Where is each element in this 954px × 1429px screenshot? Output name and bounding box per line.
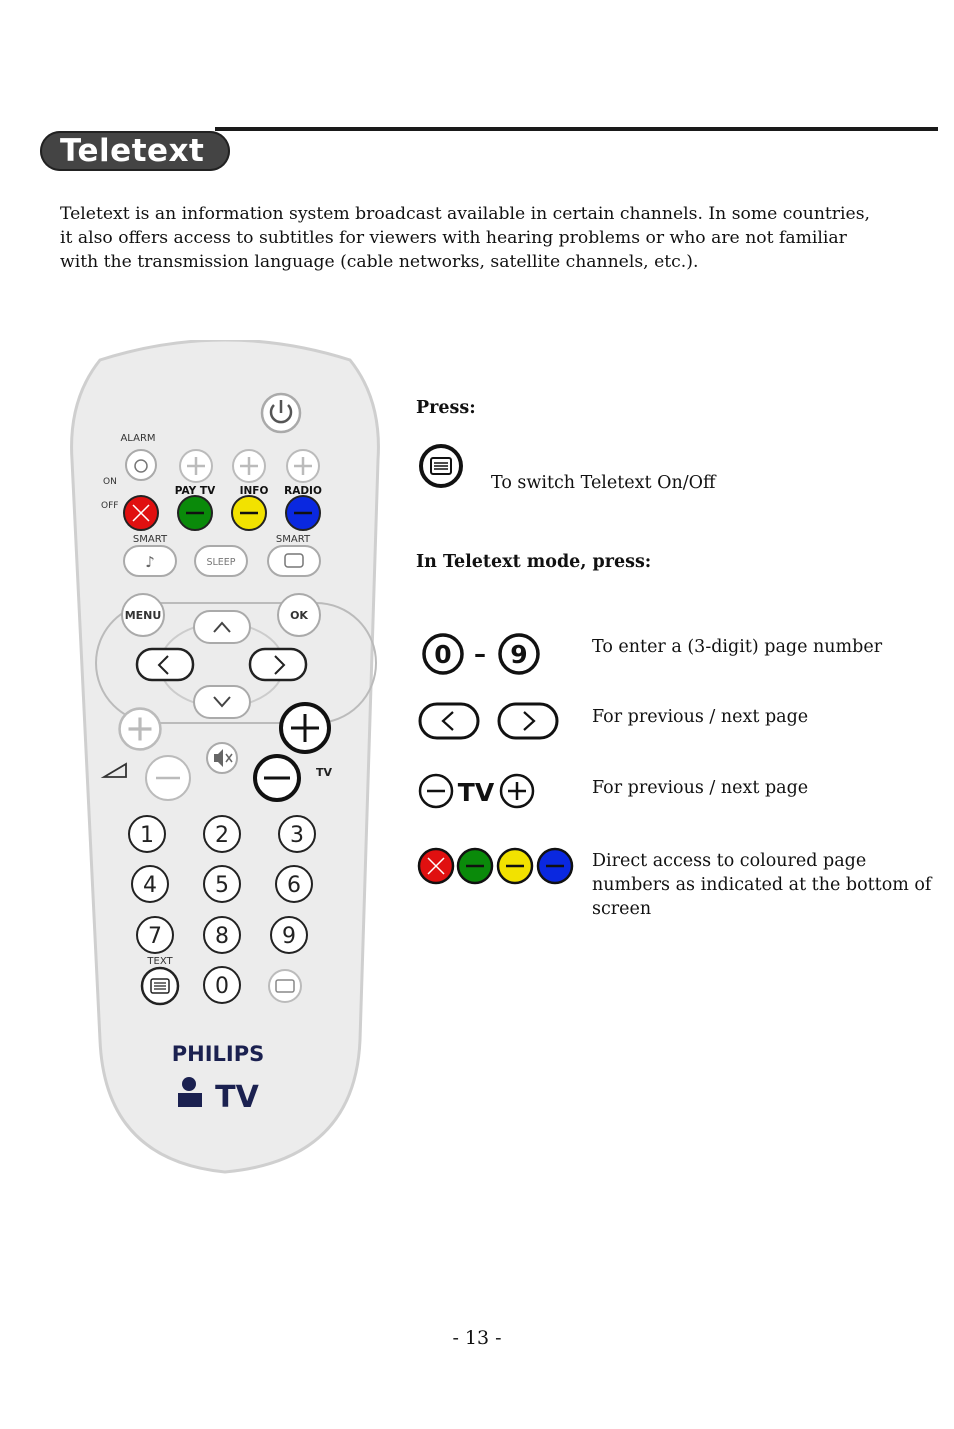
press-heading: Press: bbox=[416, 398, 476, 418]
remote-control-illustration: ALARM ON OFF PAY TV INFO RADIO SMART SMA… bbox=[70, 340, 380, 1174]
cursor-keys-icon bbox=[418, 702, 559, 740]
cursor-right-icon bbox=[248, 647, 308, 682]
teletext-mode-heading: In Teletext mode, press: bbox=[416, 552, 652, 572]
alarm-label: ALARM bbox=[120, 433, 155, 444]
svg-text:6: 6 bbox=[287, 873, 301, 898]
digit-2-key: 2 bbox=[203, 815, 241, 853]
menu-button-icon: MENU bbox=[121, 593, 165, 637]
digit-9-icon: 9 bbox=[510, 640, 527, 669]
sleep-label: SLEEP bbox=[206, 557, 235, 568]
pip-key-icon bbox=[268, 969, 302, 1003]
yellow-key-icon bbox=[496, 847, 534, 885]
tv-glyph: TV bbox=[458, 778, 495, 807]
svg-text:4: 4 bbox=[143, 873, 157, 898]
channel-minus-icon bbox=[253, 754, 301, 802]
svg-text:2: 2 bbox=[215, 823, 229, 848]
brand-name: PHILIPS bbox=[172, 1042, 265, 1066]
volume-minus-icon bbox=[145, 755, 191, 801]
tv-label: TV bbox=[316, 766, 333, 779]
digit-3-key: 3 bbox=[278, 815, 316, 853]
red-key-icon bbox=[123, 495, 159, 531]
instruction-row-text: For previous / next page bbox=[592, 778, 809, 798]
blue-key-icon bbox=[536, 847, 574, 885]
digit-0-icon: 0 bbox=[434, 640, 451, 669]
digit-9-key: 9 bbox=[270, 916, 308, 954]
info-label: INFO bbox=[240, 485, 269, 497]
svg-text:9: 9 bbox=[282, 924, 296, 949]
smart-picture-label: SMART bbox=[276, 534, 311, 545]
plus-button-icon bbox=[178, 448, 214, 484]
instruction-row-text: To enter a (3-digit) page number bbox=[592, 637, 883, 657]
plus-button-icon bbox=[285, 448, 321, 484]
green-key-icon bbox=[456, 847, 494, 885]
channel-plus-icon bbox=[279, 702, 331, 754]
blue-key-icon bbox=[285, 495, 321, 531]
digit-4-key: 4 bbox=[131, 865, 169, 903]
digit-5-key: 5 bbox=[203, 865, 241, 903]
volume-wedge-icon bbox=[100, 762, 127, 778]
svg-text:0: 0 bbox=[215, 974, 229, 999]
digit-1-key: 1 bbox=[128, 815, 166, 853]
cursor-up-icon bbox=[193, 610, 251, 644]
power-icon bbox=[260, 392, 302, 434]
teletext-button-icon bbox=[419, 444, 463, 488]
yellow-key-icon bbox=[231, 495, 267, 531]
digit-8-key: 8 bbox=[203, 916, 241, 954]
red-key-icon bbox=[417, 847, 455, 885]
off-label: OFF bbox=[101, 501, 118, 511]
digit-keys-icon: 0 – 9 bbox=[422, 633, 540, 675]
mute-icon bbox=[206, 742, 238, 774]
page-number: - 13 - bbox=[452, 1327, 502, 1349]
colour-keys-icon bbox=[417, 847, 574, 885]
green-key-icon bbox=[177, 495, 213, 531]
svg-text:5: 5 bbox=[215, 873, 229, 898]
ok-label: OK bbox=[290, 609, 308, 622]
dash-glyph: – bbox=[474, 640, 486, 668]
pay-tv-label: PAY TV bbox=[175, 485, 216, 497]
radio-label: RADIO bbox=[284, 485, 322, 497]
ok-button-icon: OK bbox=[277, 593, 321, 637]
smart-sound-label: SMART bbox=[133, 534, 168, 545]
svg-text:1: 1 bbox=[140, 823, 154, 848]
section-title: Teletext bbox=[60, 133, 205, 169]
sleep-button-icon bbox=[194, 545, 248, 577]
teletext-key-icon bbox=[140, 966, 180, 1006]
teletext-toggle-text: To switch Teletext On/Off bbox=[491, 473, 716, 493]
cursor-left-icon bbox=[135, 647, 195, 682]
alarm-clock-icon bbox=[125, 449, 157, 481]
header-rule bbox=[215, 127, 938, 131]
instruction-row-text: Direct access to coloured page numbers a… bbox=[592, 851, 932, 919]
nav-ring-outline bbox=[95, 602, 377, 724]
instruction-row-text: For previous / next page bbox=[592, 707, 809, 727]
brand-logo-icon: TV bbox=[178, 1077, 260, 1115]
digit-0-key: 0 bbox=[203, 966, 241, 1004]
svg-text:3: 3 bbox=[290, 823, 304, 848]
intro-paragraph: Teletext is an information system broadc… bbox=[60, 204, 870, 272]
svg-text:8: 8 bbox=[215, 924, 229, 949]
plus-button-icon bbox=[231, 448, 267, 484]
screen-icon bbox=[284, 553, 304, 568]
on-label: ON bbox=[103, 477, 117, 487]
smart-picture-button-icon bbox=[267, 545, 321, 577]
svg-text:TV: TV bbox=[215, 1080, 259, 1115]
smart-sound-button-icon bbox=[123, 545, 177, 577]
music-note-icon: ♪ bbox=[145, 553, 155, 571]
volume-plus-icon bbox=[117, 706, 163, 752]
digit-7-key: 7 bbox=[136, 916, 174, 954]
channel-keys-icon: TV bbox=[418, 773, 535, 809]
svg-text:7: 7 bbox=[148, 924, 162, 949]
section-title-badge bbox=[40, 131, 230, 171]
text-label: TEXT bbox=[146, 956, 173, 967]
menu-label: MENU bbox=[125, 609, 162, 622]
cursor-down-icon bbox=[193, 685, 251, 719]
digit-6-key: 6 bbox=[275, 865, 313, 903]
